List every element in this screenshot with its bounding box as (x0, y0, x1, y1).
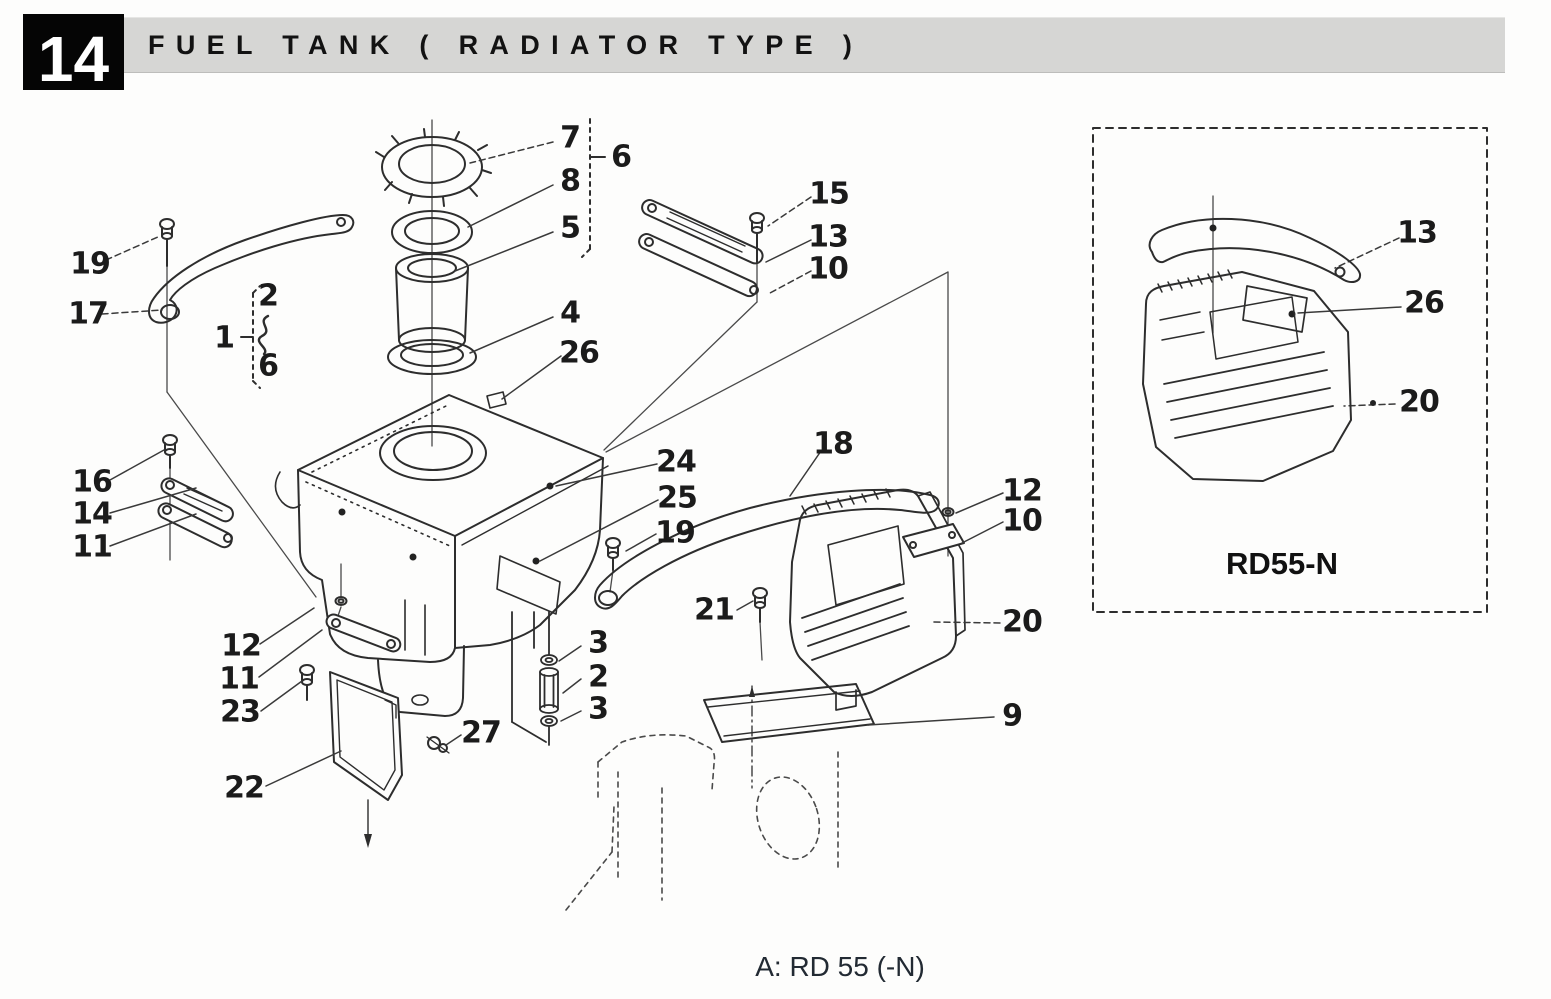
mounting-tray (703, 683, 875, 789)
part-callout-7: 7 (560, 120, 581, 156)
part-callout-13: 13 (1397, 215, 1438, 251)
part-callout-1: 1 (214, 320, 235, 356)
inset-strap-part (1148, 217, 1362, 283)
part-callout-19: 19 (655, 515, 696, 551)
part-callout-8: 8 (560, 163, 581, 199)
radiator-shroud (752, 488, 966, 711)
part-callout-3: 3 (588, 625, 609, 661)
section-number-box: 14 (23, 14, 124, 96)
radiator-panel-parts (299, 596, 450, 848)
filter-strainer-part (395, 253, 469, 353)
part-callout-5: 5 (560, 210, 581, 246)
part-callout-12: 12 (1002, 473, 1043, 509)
callout-markers (240, 118, 1376, 406)
part-callout-3: 3 (588, 691, 609, 727)
part-callout-2: 2 (258, 278, 279, 314)
part-callout-11: 11 (219, 661, 260, 697)
part-callout-20: 20 (1002, 604, 1043, 640)
part-callout-10: 10 (808, 251, 849, 287)
engine-outline-dashed (565, 734, 839, 911)
part-callout-20: 20 (1399, 384, 1440, 420)
part-callout-14: 14 (72, 496, 113, 532)
fuel-filter-parts (511, 611, 559, 746)
fuel-tank-body (274, 391, 609, 717)
part-callout-26: 26 (1404, 285, 1445, 321)
inset-model-label: RD55-N (1226, 546, 1338, 581)
neck-grommet-part (387, 339, 477, 375)
inset-shroud-part (1142, 269, 1352, 482)
part-callout-11: 11 (72, 529, 113, 565)
part-callout-21: 21 (694, 592, 735, 628)
part-callout-13: 13 (808, 219, 849, 255)
part-callout-16: 16 (72, 464, 113, 500)
part-callout-4: 4 (560, 295, 581, 331)
part-callout-23: 23 (220, 694, 261, 730)
page-caption: A: RD 55 (-N) (755, 951, 925, 982)
title-bar: FUEL TANK ( RADIATOR TYPE ) (124, 17, 1505, 73)
part-callout-10: 10 (1002, 503, 1043, 539)
part-callout-27: 27 (461, 715, 502, 751)
rear-handle (594, 488, 940, 610)
alignment-lines (166, 119, 1214, 661)
part-callout-6: 6 (258, 348, 279, 384)
leader-lines-dashed (101, 141, 1400, 624)
part-callout-19: 19 (70, 246, 111, 282)
left-handle-and-straps (148, 214, 355, 549)
page-title: FUEL TANK ( RADIATOR TYPE ) (148, 29, 864, 60)
part-callout-2: 2 (588, 659, 609, 695)
part-callout-26: 26 (559, 335, 600, 371)
part-callout-15: 15 (809, 176, 850, 212)
part-callout-18: 18 (813, 426, 854, 462)
inset-variant-box (1092, 127, 1488, 613)
section-number: 14 (37, 23, 110, 96)
part-callout-22: 22 (224, 770, 265, 806)
top-right-straps (638, 199, 765, 298)
part-callout-9: 9 (1002, 698, 1023, 734)
part-callout-17: 17 (68, 296, 109, 332)
part-callout-25: 25 (657, 480, 698, 516)
leader-lines (109, 184, 1402, 787)
part-callout-6: 6 (611, 139, 632, 175)
filler-cap-part (375, 128, 492, 207)
part-callout-24: 24 (656, 444, 697, 480)
part-callout-12: 12 (221, 628, 262, 664)
